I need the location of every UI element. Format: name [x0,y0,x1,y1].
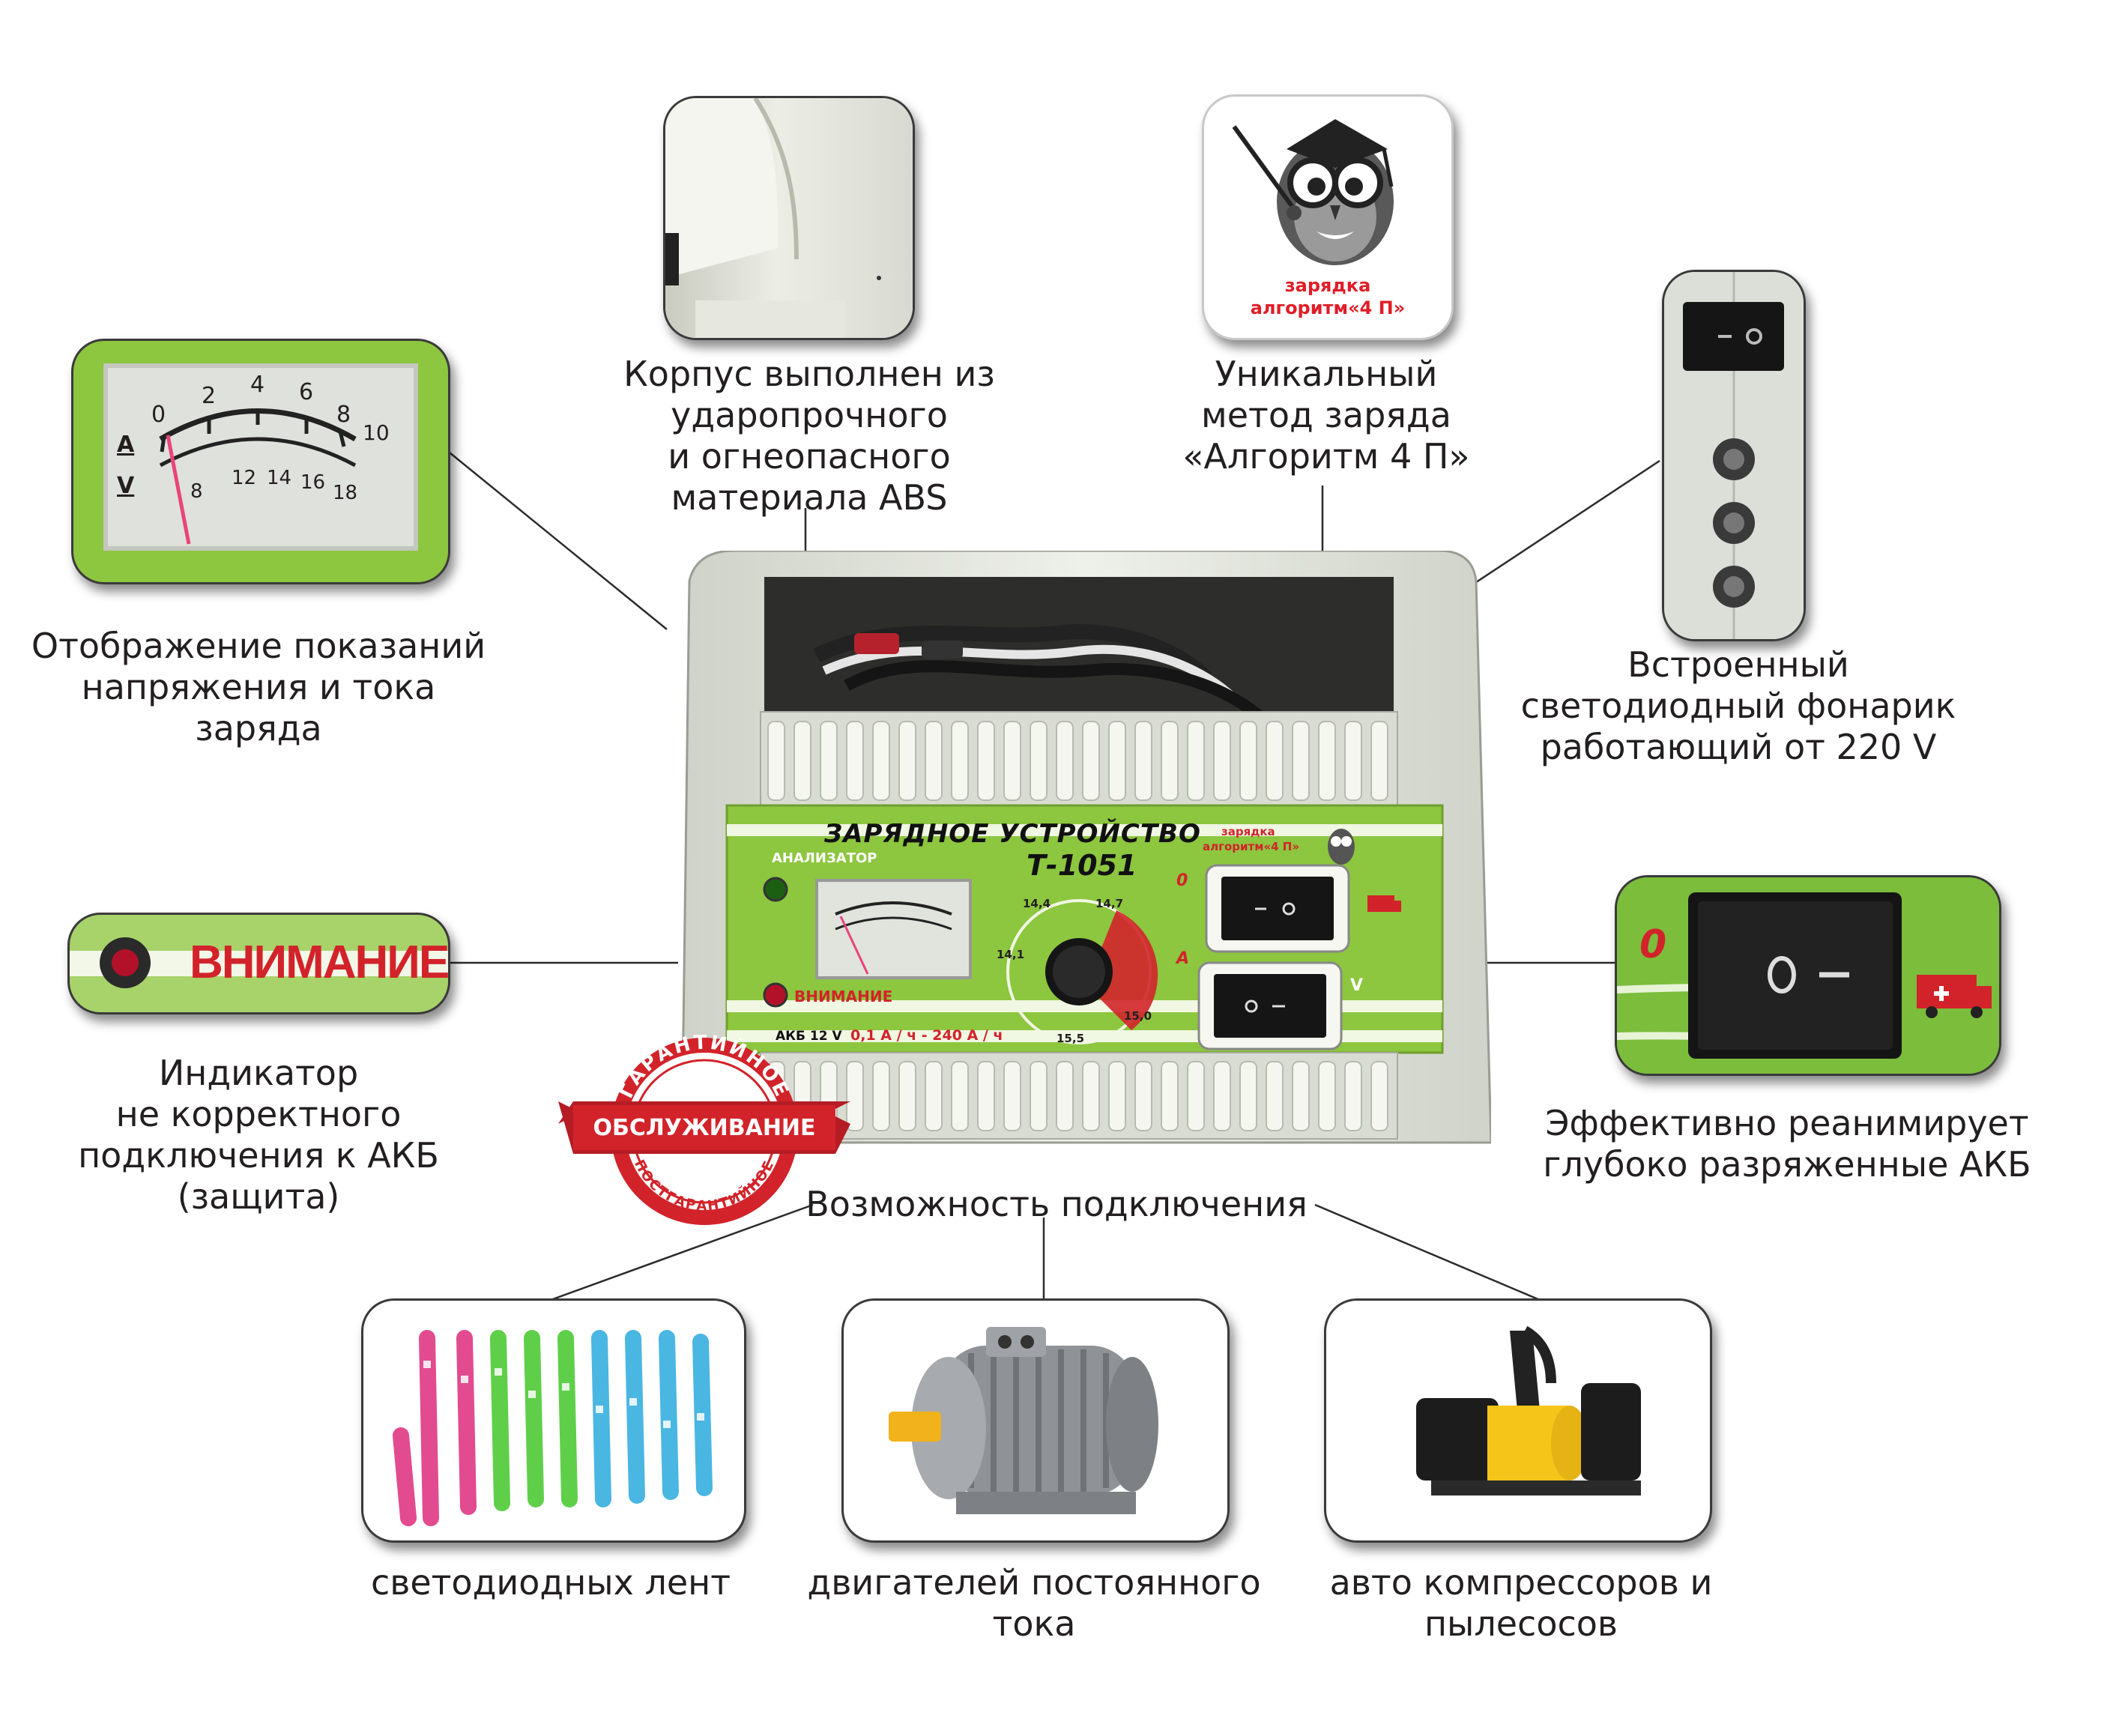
device-warning: ВНИМАНИЕ [794,988,893,1005]
owl-badge-line1: зарядка [1284,275,1371,296]
caption-meter: Отображение показаний напряжения и тока … [31,626,486,748]
caption-compressor: авто компрессоров и пылесосов [1329,1562,1713,1644]
meter-face: A V 0 2 4 6 8 10 8 12 14 16 18 [103,363,418,551]
motor-thumbnail [841,1298,1230,1543]
device-badge-line2: алгоритм«4 П» [1203,840,1300,853]
device-title: ЗАРЯДНОЕ УСТРОЙСТВО [824,819,1201,849]
switch-zoom-image [1617,877,1999,1074]
meter-top-8: 8 [336,402,351,428]
meter-bottom-16: 16 [300,471,326,494]
flashlight-thumbnail [1662,270,1806,641]
device-spec-range: 0,1 А / ч - 240 А / ч [850,1027,1003,1044]
dial-label-141: 14,1 [997,948,1025,961]
caption-flashlight: Встроенный светодиодный фонарик работающ… [1520,644,1956,767]
device-badge-line1: зарядка [1221,825,1275,838]
compressor-thumbnail [1324,1298,1712,1543]
meter-thumbnail: A V 0 2 4 6 8 10 8 12 14 16 18 [71,339,450,584]
meter-top-4: 4 [250,372,265,398]
dial-label-147: 14,7 [1095,897,1124,910]
ambulance-icon [1917,975,1992,1018]
caption-reanimate: Эффективно реанимирует глубоко разряженн… [1543,1103,2031,1185]
caption-motor: двигателей постоянного тока [807,1562,1261,1644]
flashlight-image [1664,272,1804,639]
caption-housing: Корпус выполнен из ударопрочного и огнео… [623,354,995,518]
vent-slats-top [767,721,1388,801]
charger-device: ЗАРЯДНОЕ УСТРОЙСТВО Т-1051 АНАЛИЗАТОР ВН… [667,551,1491,1150]
housing-corner-image [665,98,913,338]
stamp-ribbon-text: ОБСЛУЖИВАНИЕ [593,1115,815,1141]
switch-bottom-mark: А [1176,949,1190,968]
warranty-stamp-image: ГАРАНТИЙНОЕ ПОСТГАРАНТИЙНОЕ ОБСЛУЖИВАНИЕ [558,1032,850,1225]
compressor-icon [1416,1325,1641,1495]
switch-top-mark: 0 [1176,871,1188,890]
warning-led-icon [100,937,151,988]
device-analyzer: АНАЛИЗАТОР [772,850,877,866]
meter-top-2: 2 [202,383,217,409]
switch-thumbnail: 0 [1615,875,2001,1076]
owl-badge-line2: алгоритм«4 П» [1250,297,1406,318]
meter-unit-v: V [117,473,135,499]
meter-bottom-8: 8 [190,480,203,503]
owl-thumbnail: зарядка алгоритм«4 П» [1202,94,1454,340]
device-model: Т-1051 [1027,849,1137,882]
caption-led: светодиодных лент [370,1562,731,1603]
meter-top-10: 10 [363,420,390,445]
device-spec-prefix: АКБ 12 V [776,1029,842,1044]
housing-thumbnail [663,96,915,340]
charger-body [680,551,1491,1144]
dial-label-150: 15,0 [1124,1009,1152,1023]
owl-icon [1232,119,1394,265]
led-strip-thumbnail [361,1298,746,1543]
warranty-stamp: ГАРАНТИЙНОЕ ПОСТГАРАНТИЙНОЕ ОБСЛУЖИВАНИЕ [558,1023,850,1240]
led-strip-icon [393,1330,713,1526]
meter-bottom-18: 18 [333,482,358,504]
warning-thumbnail: ВНИМАНИЕ [67,913,450,1014]
caption-connect-title: Возможность подключения [805,1184,1308,1224]
meter-top-0: 0 [151,402,166,428]
caption-method: Уникальный метод заряда «Алгоритм 4 П» [1182,354,1470,477]
motor-icon [889,1327,1158,1514]
switch-zoom-mark: 0 [1639,922,1667,967]
dial-label-155: 15,5 [1056,1032,1085,1045]
switch-v-mark: V [1350,976,1364,995]
meter-bottom-14: 14 [267,467,292,489]
meter-bottom-12: 12 [232,467,257,489]
meter-top-6: 6 [299,379,314,405]
warning-label: ВНИМАНИЕ [190,937,449,988]
caption-indicator: Индикатор не корректного подключения к А… [78,1053,439,1217]
meter-unit-a: A [117,432,135,458]
meter-scale [159,408,357,545]
dial-label-144: 14,4 [1023,897,1051,910]
